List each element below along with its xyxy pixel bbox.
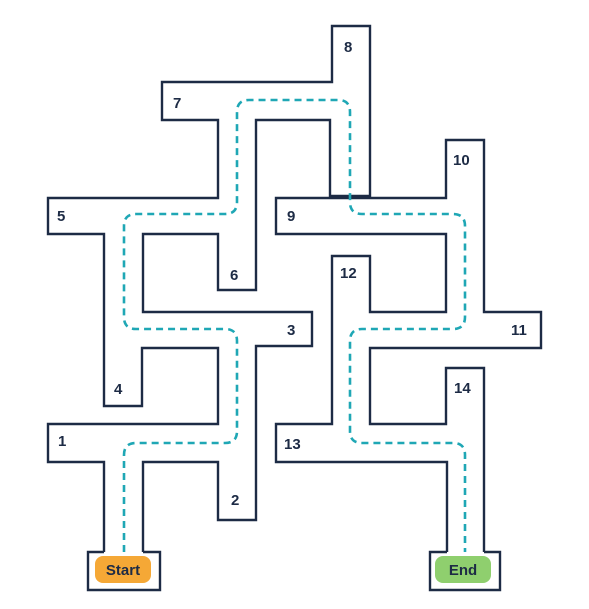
right-maze-walls [274,138,543,592]
wall [428,550,502,592]
room-label-1: 1 [58,433,66,450]
room-label-13: 13 [284,436,301,453]
wall [46,24,372,552]
room-label-5: 5 [57,208,65,225]
room-label-2: 2 [231,492,239,509]
start-badge-background [95,556,151,583]
room-labels: 1 2 3 4 5 6 7 8 9 10 11 12 13 14 [57,39,527,509]
room-label-11: 11 [511,322,527,339]
end-badge-background [435,556,491,583]
end-label: End [449,562,477,579]
wall [274,138,543,552]
start-label: Start [106,562,140,579]
room-label-6: 6 [230,267,238,284]
end-badge: End [435,556,491,583]
solution-path [122,98,467,552]
room-label-8: 8 [344,39,352,56]
room-label-12: 12 [340,265,357,282]
wall [86,550,162,592]
room-label-9: 9 [287,208,295,225]
room-label-14: 14 [454,380,471,397]
room-label-7: 7 [173,95,181,112]
room-label-10: 10 [453,152,470,169]
start-badge: Start [95,556,151,583]
room-label-4: 4 [114,381,123,398]
left-maze-walls [46,24,372,592]
room-label-3: 3 [287,322,295,339]
